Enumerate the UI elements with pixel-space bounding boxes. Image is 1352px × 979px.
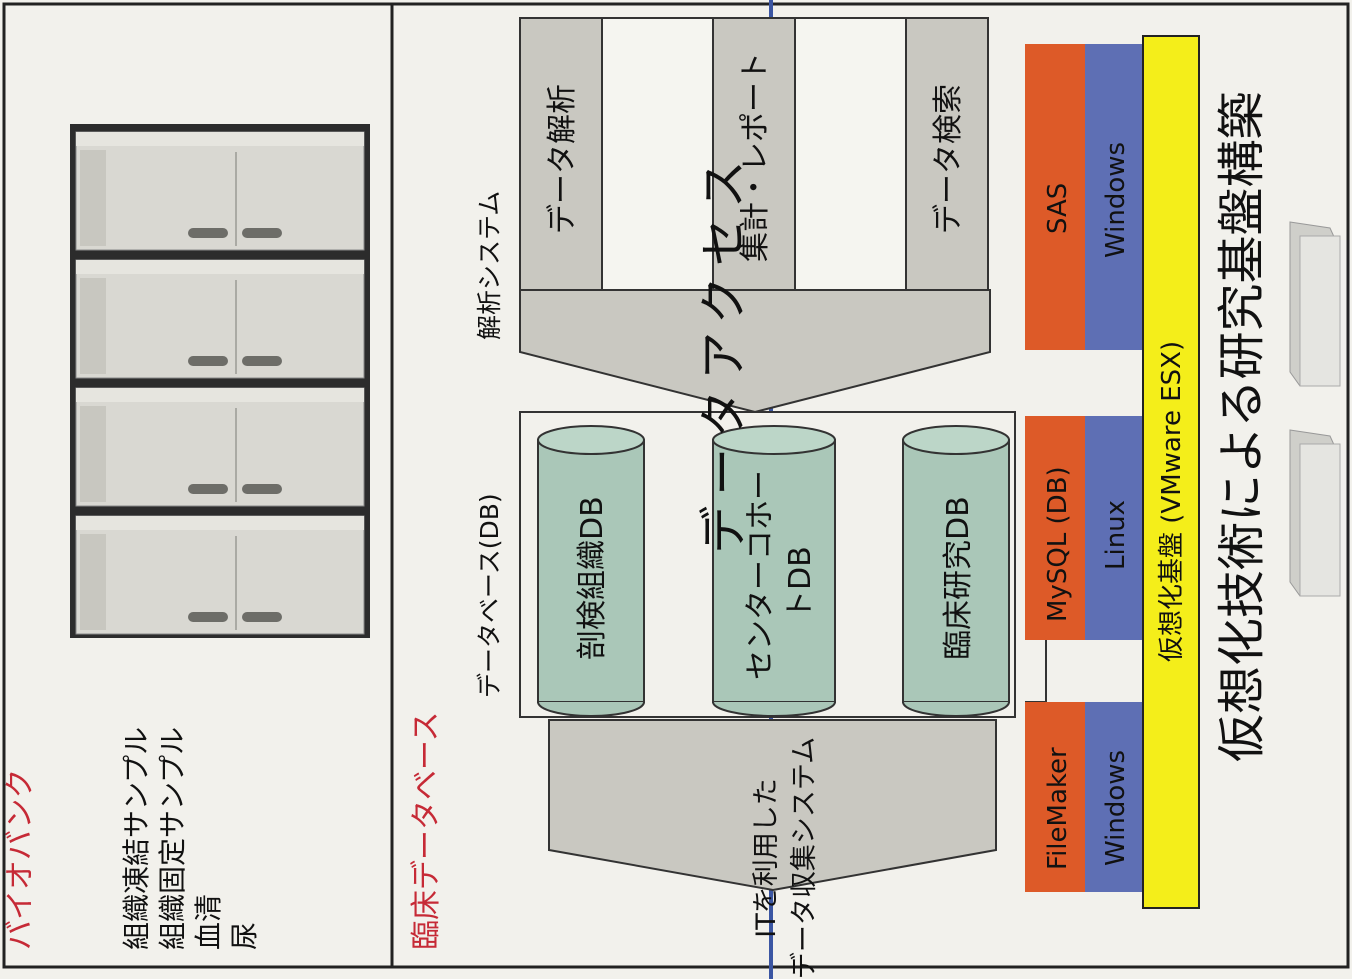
server-icon <box>1289 221 1341 387</box>
headline: 仮想化技術による研究基盤構築 <box>1214 91 1270 762</box>
biobank-rack-image <box>70 124 370 638</box>
db-cylinder-1 <box>537 425 645 717</box>
analysis-group-label: 解析システム <box>475 191 504 340</box>
clinical-title: 臨床データベース <box>409 712 444 951</box>
stack-mysql-app <box>1025 416 1085 640</box>
db-name: 臨床研究DB <box>941 496 976 660</box>
db-cylinder-3 <box>902 425 1010 717</box>
db-cylinder-2 <box>712 425 836 717</box>
analysis-item: 集計・レポート <box>738 52 773 262</box>
biobank-title: バイオバンク <box>3 769 38 951</box>
stack-app-label: FileMaker <box>1043 747 1073 870</box>
stack-os-label: Windows <box>1101 142 1131 258</box>
stack-os-label: Linux <box>1101 500 1131 570</box>
sample-item: 組織凍結サンプル <box>120 727 153 950</box>
collection-chevron <box>548 719 997 892</box>
sample-item: 組織固定サンプル <box>156 727 189 950</box>
stack-sas-os <box>1085 44 1143 350</box>
analysis-item-box-2 <box>712 17 796 291</box>
stack-sas-app <box>1025 44 1085 350</box>
stack-filemaker-app <box>1025 702 1085 892</box>
db-name: 剖検組織DB <box>575 496 610 660</box>
analysis-item-box-3 <box>905 17 989 291</box>
storage-unit <box>75 259 365 379</box>
stack-os-label: Windows <box>1101 750 1131 866</box>
sample-item: 血清 <box>192 894 225 950</box>
stack-filemaker-os <box>1085 702 1143 892</box>
storage-unit <box>75 387 365 507</box>
analysis-item: データ検索 <box>931 84 966 234</box>
db-group-label: データベース(DB) <box>475 493 504 698</box>
stack-app-label: SAS <box>1043 183 1073 234</box>
db-name: トDB <box>783 546 818 620</box>
server-icon <box>1289 429 1341 597</box>
analysis-item-box-1 <box>519 17 603 291</box>
sample-item: 尿 <box>228 922 261 950</box>
storage-unit <box>75 515 365 635</box>
storage-unit <box>75 131 365 251</box>
stack-app-label: MySQL (DB) <box>1043 466 1073 622</box>
db-name: センターコホー <box>743 470 778 680</box>
virtualization-layer <box>1142 35 1200 909</box>
stack-mysql-os <box>1085 416 1143 640</box>
virtualization-label: 仮想化基盤 (VMware ESX) <box>1157 341 1187 662</box>
collection-line-2: データ収集システム <box>789 737 820 979</box>
analysis-item: データ解析 <box>545 84 580 234</box>
access-label: データアクセス <box>696 150 752 554</box>
collection-line-1: ITを利用した <box>751 778 782 937</box>
